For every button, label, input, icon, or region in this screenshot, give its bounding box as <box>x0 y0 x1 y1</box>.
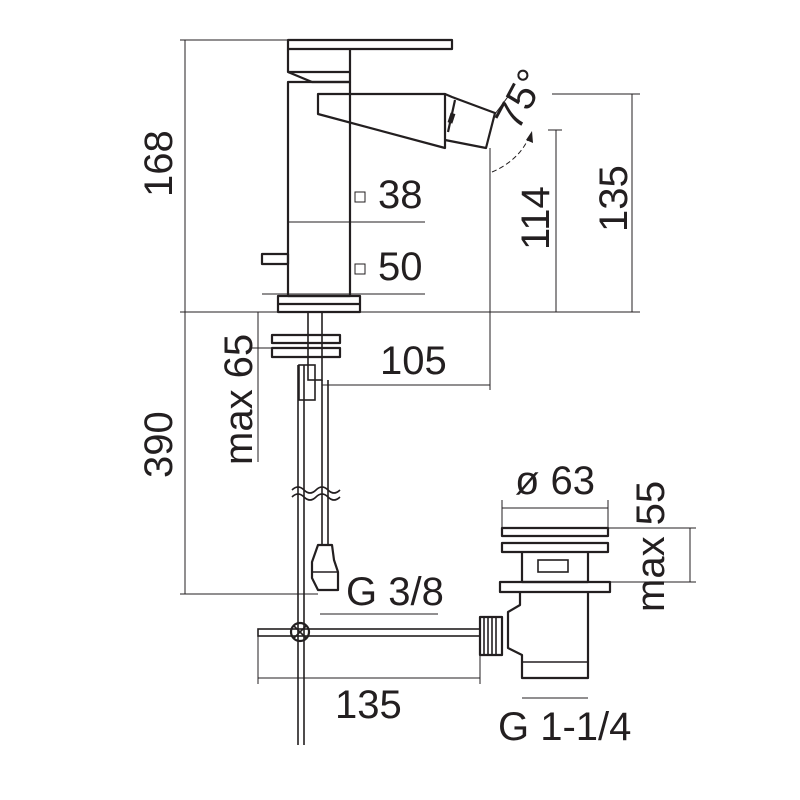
label-135-length: 135 <box>335 683 402 727</box>
square-symbol-38 <box>354 191 366 203</box>
mixer-body <box>260 38 454 314</box>
label-max-55: max 55 <box>629 481 673 612</box>
drain-connector-threads <box>483 617 497 655</box>
washer-lower <box>270 346 342 359</box>
square-symbol-50 <box>354 263 366 275</box>
drain-tail <box>506 592 590 680</box>
angle-arc-arrow <box>526 131 533 143</box>
angle-arc <box>491 134 531 173</box>
washer-upper <box>270 333 342 345</box>
drain-nut <box>498 580 612 594</box>
label-g-3-8: G 3/8 <box>346 570 444 614</box>
break-mark-bottom <box>291 493 341 501</box>
popup-knob <box>260 252 290 266</box>
label-max-65: max 65 <box>217 334 261 465</box>
spout-nozzle <box>444 92 497 150</box>
break-mark-top <box>291 486 341 494</box>
drain-flange <box>500 541 610 554</box>
drain-body <box>520 552 590 584</box>
label-390: 390 <box>137 411 181 478</box>
spout-arm <box>316 92 447 150</box>
label-114: 114 <box>514 186 558 250</box>
label-135-height: 135 <box>592 165 636 232</box>
spout-aerator <box>447 112 456 124</box>
label-50: 50 <box>378 245 423 289</box>
label-38: 38 <box>378 173 423 217</box>
label-75-degrees: 75° <box>487 62 554 136</box>
drain-cap <box>500 526 610 538</box>
rod-clamp <box>289 621 311 643</box>
lever-top-plate <box>286 38 454 51</box>
drain <box>478 526 612 680</box>
hose-nut <box>310 543 340 592</box>
lever-cap <box>286 49 352 84</box>
label-168: 168 <box>137 130 181 197</box>
drain-window <box>537 559 569 573</box>
label-diameter-63: ø 63 <box>515 459 595 503</box>
below-deck <box>257 311 481 745</box>
spout <box>316 92 533 173</box>
angle-ref-line <box>494 93 511 115</box>
popup-rod-top <box>298 364 316 401</box>
label-105: 105 <box>380 339 447 383</box>
drain-connector <box>478 615 504 657</box>
label-g-1-1-4: G 1-1/4 <box>498 705 631 749</box>
dimension-lines <box>180 39 696 699</box>
